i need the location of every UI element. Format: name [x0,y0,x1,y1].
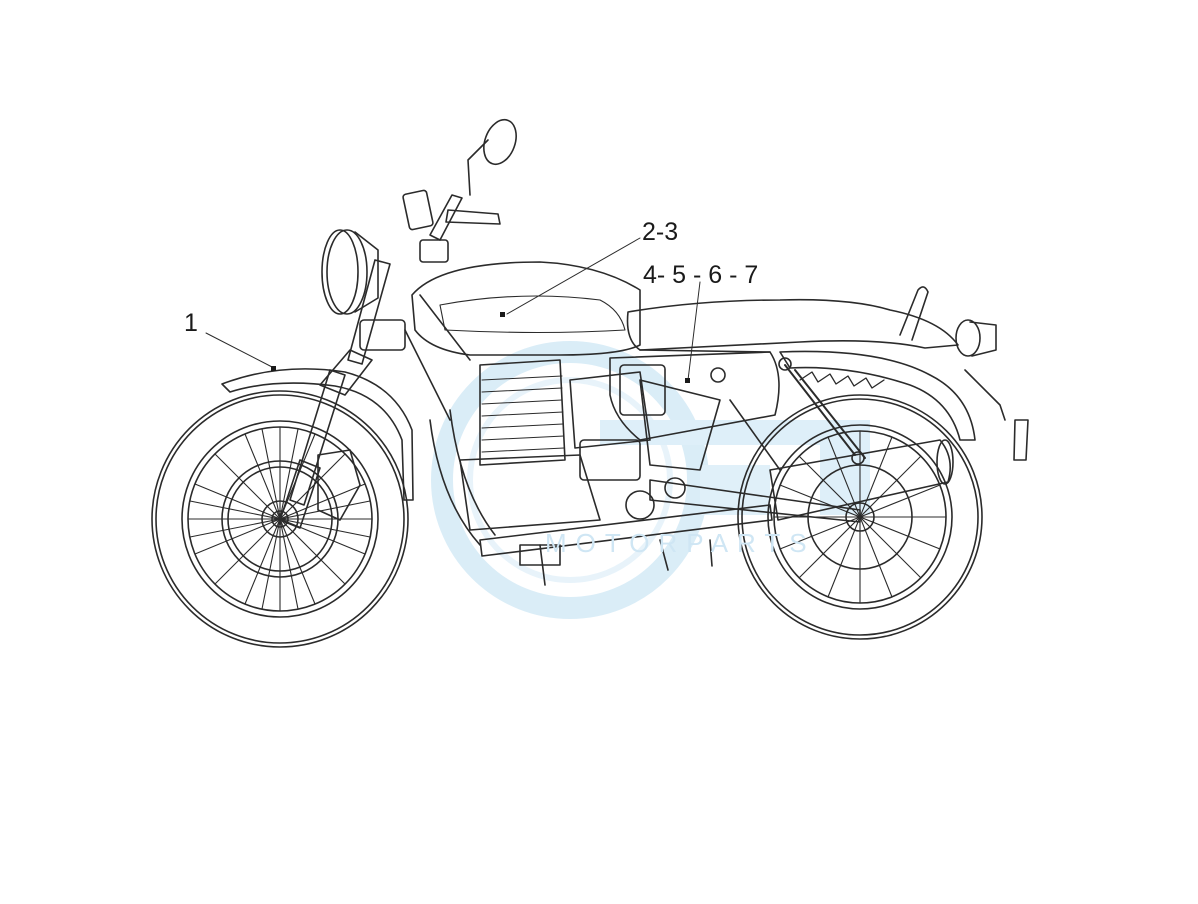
side-cover [609,351,780,441]
front-brake-caliper [317,449,361,521]
callout-markers [271,312,690,383]
callout-4-7: 4- 5 - 6 - 7 [643,261,759,289]
watermark-text: MOTORPARTS [545,528,816,558]
exhaust [429,409,954,557]
grab-rail [899,286,929,341]
fuel-tank [411,261,641,356]
rear-shock [778,357,885,465]
headlight [321,229,379,315]
callout-1: 1 [184,309,198,337]
swingarm [649,479,861,523]
engine [459,359,721,586]
front-fork [279,259,406,529]
frame [404,294,781,471]
rear-fender [779,350,976,441]
front-fender [221,368,414,501]
seat [626,298,959,351]
tail-light [955,319,1029,461]
callout-2-3: 2-3 [642,218,679,246]
handlebar [402,118,517,263]
leader-lines [205,237,701,381]
